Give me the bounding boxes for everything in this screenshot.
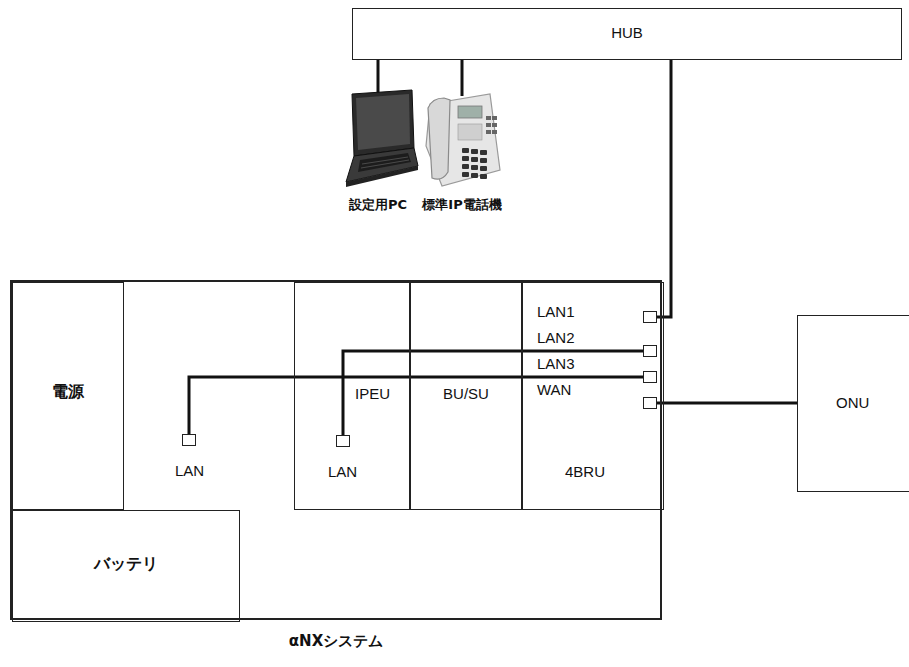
- node-label: LAN3: [535, 355, 577, 373]
- node-label: ONU: [834, 394, 871, 412]
- phone-illustration: [420, 86, 504, 194]
- lan-port: [643, 397, 657, 409]
- node-label: 設定用PC: [336, 196, 420, 214]
- node-label: バッテリ: [13, 555, 239, 573]
- node-label: LAN1: [535, 303, 577, 321]
- node-label: BU/SU: [411, 385, 521, 403]
- ip-phone: 標準IP電話機: [420, 86, 504, 218]
- lan-cable: [657, 402, 797, 405]
- lan-cable: [343, 351, 643, 435]
- hub-box: HUB: [352, 8, 902, 60]
- system-cabinet: αNXシステム電源LANIPEULANBU/SULAN1LAN2LAN3WAN4…: [10, 280, 662, 620]
- power-unit: 電源: [12, 282, 124, 510]
- node-label: 4BRU: [563, 463, 607, 481]
- lan-port: [182, 434, 196, 446]
- 4bru-card: LAN1LAN2LAN3WAN 4BRU: [522, 282, 664, 510]
- node-label: IPEU: [353, 385, 392, 403]
- node-label: αNXシステム: [12, 632, 660, 650]
- ipeu-card: IPEU LAN: [294, 282, 410, 510]
- lan-port: [336, 435, 350, 447]
- node-label: LAN: [326, 463, 359, 481]
- node-label: LAN: [173, 462, 206, 480]
- node-label: WAN: [535, 381, 573, 399]
- battery-unit: バッテリ: [12, 510, 240, 622]
- lan-port: [643, 311, 657, 323]
- node-label: 標準IP電話機: [420, 196, 504, 214]
- lan-cable: [461, 60, 464, 96]
- lan-cable: [189, 377, 643, 434]
- node-label: LAN2: [535, 329, 577, 347]
- onu-box: ONU: [797, 315, 909, 492]
- lan-port: [643, 345, 657, 357]
- lan-slot: LAN: [124, 282, 294, 510]
- node-label: 電源: [13, 383, 123, 401]
- lan-cable: [657, 60, 671, 317]
- node-label: HUB: [353, 24, 901, 42]
- lan-cable: [377, 60, 380, 96]
- laptop-illustration: [336, 86, 420, 194]
- lan-port: [643, 371, 657, 383]
- busu-card: BU/SU: [410, 282, 522, 510]
- laptop-pc: 設定用PC: [336, 86, 420, 218]
